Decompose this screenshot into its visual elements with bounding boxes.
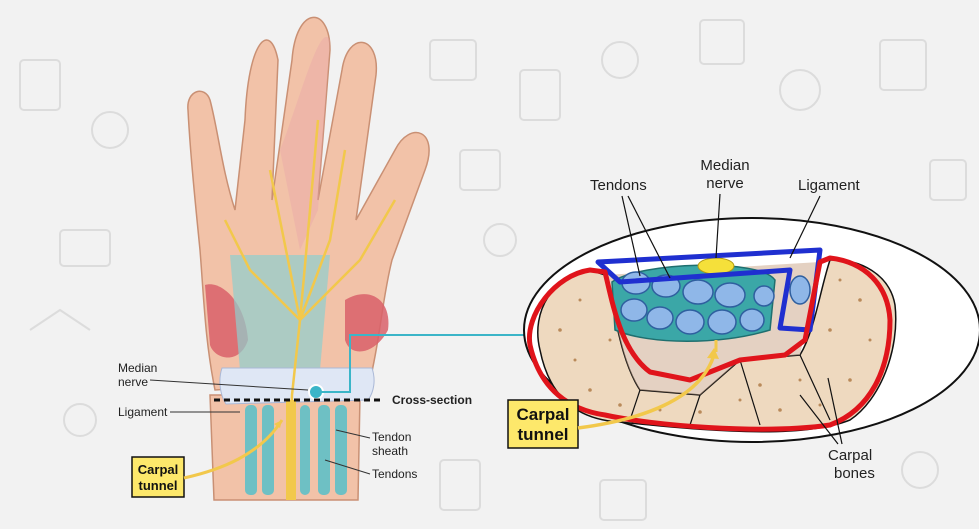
section-carpal-tunnel-label: Carpal (517, 405, 570, 424)
hand-carpal-tunnel-label-2: tunnel (139, 478, 178, 493)
isolated-tendon (790, 276, 810, 304)
cross-section-label: Cross-section (392, 393, 472, 407)
hand-carpal-tunnel-label: Carpal (138, 462, 178, 477)
section-carpal-tunnel-label-2: tunnel (518, 425, 569, 444)
cross-section-illustration (524, 218, 979, 442)
tendon-sheath-label-2: sheath (372, 444, 408, 458)
section-median-nerve-label-2: nerve (706, 175, 744, 192)
hand-median-nerve-label-2: nerve (118, 375, 148, 389)
hand-median-nerve-label: Median (118, 361, 157, 375)
section-ligament-label: Ligament (798, 177, 861, 194)
section-carpal-bones-label: Carpal (828, 447, 872, 464)
hand-ligament-label: Ligament (118, 405, 168, 419)
palm-tendon-sheath (230, 255, 330, 370)
hand-tendons-label: Tendons (372, 467, 417, 481)
hypothenar-muscle (345, 294, 388, 351)
tendon-sheath-label: Tendon (372, 430, 411, 444)
section-median-nerve-label: Median (700, 157, 749, 174)
section-tendons-label: Tendons (590, 177, 647, 194)
median-nerve-forearm (286, 400, 296, 500)
hand-illustration (188, 17, 429, 500)
section-carpal-bones-label-2: bones (834, 465, 875, 482)
median-nerve-section (698, 258, 734, 274)
